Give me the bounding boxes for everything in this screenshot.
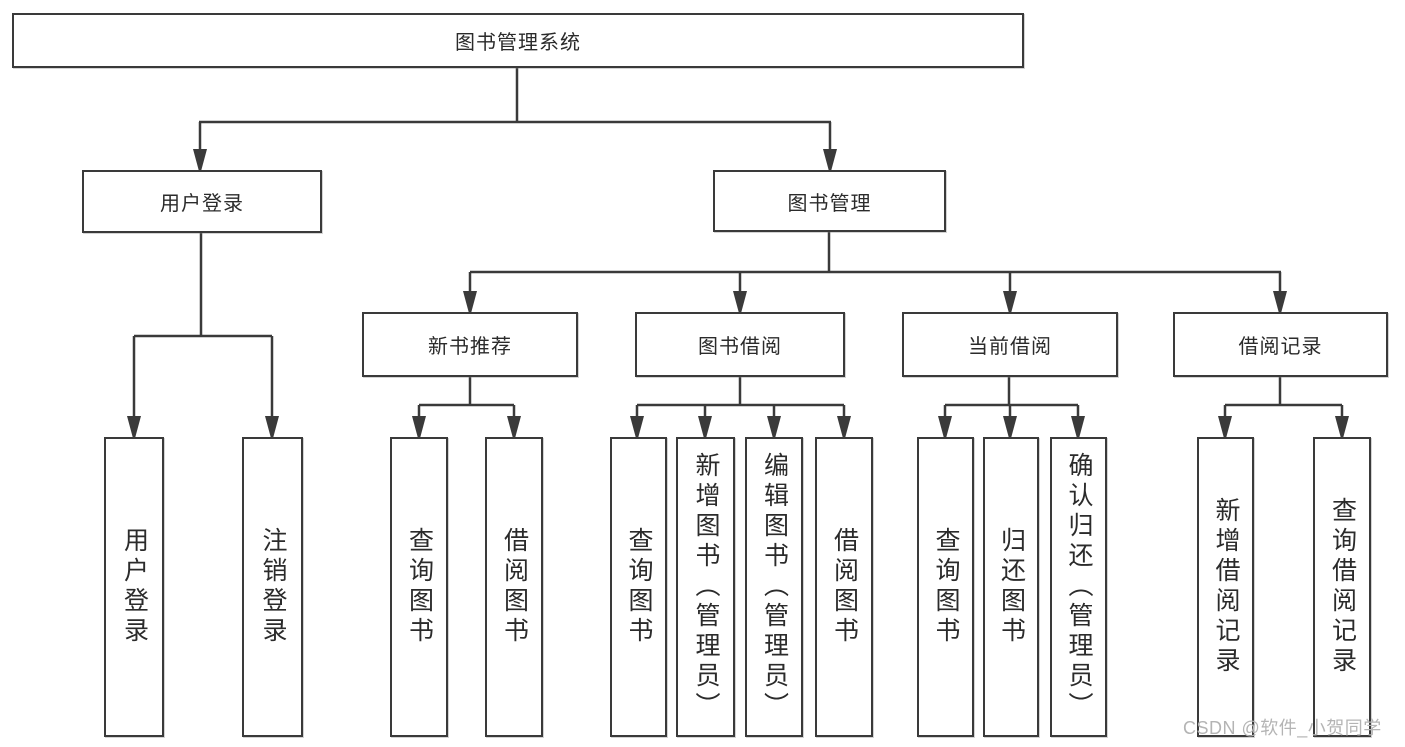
node-book-management: 图书管理: [713, 170, 946, 232]
arrowheads: [127, 149, 1349, 442]
leaf-confirm-return-admin: 确认归还（管理员）: [1050, 437, 1107, 737]
csdn-watermark: CSDN @软件_小贺同学: [1183, 718, 1382, 738]
leaf-query-borrow-record: 查询借阅记录: [1313, 437, 1371, 737]
leaf-borrow-books-recommend: 借阅图书: [485, 437, 543, 737]
node-root-system: 图书管理系统: [12, 13, 1024, 68]
leaf-query-books-recommend: 查询图书: [390, 437, 448, 737]
leaf-add-books-admin: 新增图书（管理员）: [676, 437, 735, 737]
node-book-borrow: 图书借阅: [635, 312, 845, 377]
node-borrow-records: 借阅记录: [1173, 312, 1388, 377]
leaf-query-books-borrow: 查询图书: [610, 437, 667, 737]
node-current-borrow: 当前借阅: [902, 312, 1118, 377]
node-user-login: 用户登录: [82, 170, 322, 233]
leaf-return-books: 归还图书: [983, 437, 1039, 737]
leaf-edit-books-admin: 编辑图书（管理员）: [745, 437, 803, 737]
leaf-add-borrow-record: 新增借阅记录: [1197, 437, 1254, 737]
leaf-query-books-current: 查询图书: [917, 437, 974, 737]
leaf-logout: 注销登录: [242, 437, 303, 737]
leaf-user-login: 用户登录: [104, 437, 164, 737]
node-new-book-recommend: 新书推荐: [362, 312, 578, 377]
leaf-borrow-books: 借阅图书: [815, 437, 873, 737]
